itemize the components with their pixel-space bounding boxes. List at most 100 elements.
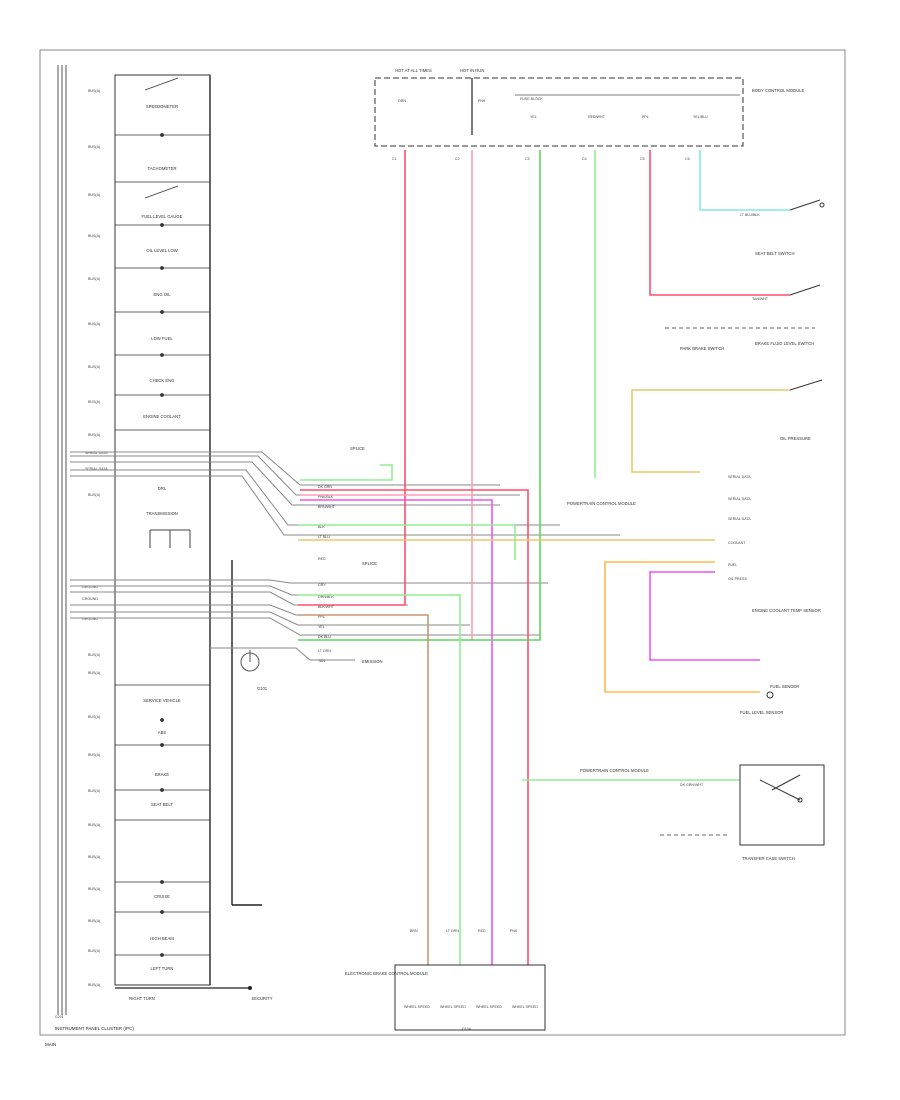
fuse-block-box [374, 77, 744, 147]
left-tag: BUS(A) [88, 277, 100, 281]
right-wire-label: SERIAL DATA [728, 497, 751, 501]
fuse-wire-label: ORN [398, 99, 406, 103]
cluster-item: OIL LEVEL LOW [146, 248, 177, 253]
wire-red [298, 150, 406, 606]
left-tag: BUS(A) [88, 983, 100, 987]
wire-magenta [300, 499, 493, 965]
wire-label: YEL [318, 625, 325, 629]
left-tag: BUS(A) [88, 789, 100, 793]
wire-label: ORN/BLK [318, 595, 334, 599]
cluster-item: LOW FUEL [151, 336, 173, 341]
ebcm-wire-label: LT GRN [446, 929, 459, 933]
cluster-item: LEFT TURN [151, 966, 174, 971]
cluster-item: ENGINE COOLANT [143, 414, 181, 419]
pcm-label: POWERTRAIN CONTROL MODULE [567, 501, 636, 506]
left-tag: BUS(A) [88, 145, 100, 149]
left-tag: BUS(A) [88, 400, 100, 404]
cluster-item: FUEL LEVEL GAUGE [142, 214, 183, 219]
cluster-harness [70, 451, 620, 661]
left-tag: BUS(A) [88, 89, 100, 93]
fuse-wire-label: PPL [642, 115, 649, 119]
fuse-wire-label: PNK [478, 99, 486, 103]
left-tag: BUS(A) [88, 887, 100, 891]
ebcm-wire-label: PNK [510, 929, 518, 933]
left-tag: BUS(A) [88, 671, 100, 675]
wire-magenta-right [649, 571, 760, 661]
fuse-block-title: FUSE BLOCK [520, 97, 543, 101]
diagram-frame [39, 49, 846, 1036]
fuse-top-label: HOT AT ALL TIMES [395, 68, 432, 73]
footer-text: INSTRUMENT PANEL CLUSTER (IPC) [55, 1026, 134, 1031]
wire-cyan [699, 150, 790, 211]
fuse-top-label: HOT IN RUN [460, 68, 484, 73]
transfer-case-box [739, 764, 825, 846]
cluster-dividers [115, 77, 210, 957]
ebcm-pin: WHEEL SPEED [404, 1005, 430, 1009]
left-tag: BUS(A) [88, 823, 100, 827]
fuse-block: HOT AT ALL TIMES HOT IN RUN BODY CONTROL… [374, 68, 805, 161]
wire-label: PNK/BLK [318, 495, 334, 499]
wire-label: GRY [318, 583, 326, 587]
cluster-ground: G101 [257, 686, 268, 691]
pcm-label-2: POWERTRAIN CONTROL MODULE [580, 768, 649, 773]
seat-belt-switch-label: SEAT BELT SWITCH [755, 251, 794, 256]
right-wire-label: SERIAL DATA [728, 475, 751, 479]
left-tag: BUS(A) [88, 753, 100, 757]
instrument-cluster [57, 65, 262, 1015]
ebcm-title: ELECTRONIC BRAKE CONTROL MODULE [345, 971, 428, 976]
cluster-item: SERVICE VEHICLE [143, 698, 181, 703]
cluster-items: SPEEDOMETER TACHOMETER FUEL LEVEL GAUGE … [129, 104, 273, 1001]
wire-lightgreen-4 [300, 464, 393, 481]
right-wire-label: LT BLU/BLK [740, 213, 760, 217]
cluster-item: RIGHT TURN [129, 996, 155, 1001]
fuse-pin: C2 [455, 157, 460, 161]
fuse-wire-label: YEL [530, 115, 537, 119]
cluster-item: SPEEDOMETER [146, 104, 178, 109]
left-tag: BUS(A) [88, 193, 100, 197]
wire-lightgreen-3 [298, 524, 516, 560]
left-tag: BUS(A) [88, 715, 100, 719]
wire-label: LT BLU [318, 535, 330, 539]
wire-label: PPL [318, 615, 325, 619]
wire-label: BLK/WHT [318, 605, 335, 609]
left-tag: BUS(A) [88, 433, 100, 437]
left-tag: BUS(A) [88, 322, 100, 326]
ebcm-pin: WHEEL SPEED [512, 1005, 538, 1009]
wire-pink-park [649, 150, 790, 296]
left-tag: GROUND [82, 585, 98, 589]
right-components: SEAT BELT SWITCH PARK BRAKE SWITCH BRAKE… [567, 199, 825, 861]
right-wire-label: SERIAL DATA [728, 517, 751, 521]
ebcm-pin: WHEEL SPEED [476, 1005, 502, 1009]
right-wire-label: TAN/WHT [752, 297, 769, 301]
wire-tan [631, 389, 790, 473]
fuse-pin: C3 [525, 157, 530, 161]
cluster-item: DRL [158, 486, 167, 491]
right-wire-label: DK GRN/WHT [680, 783, 704, 787]
wire-lightgreen-2 [298, 594, 461, 965]
left-tag: BUS(A) [88, 493, 100, 497]
ebcm-ground: G104 [462, 1027, 471, 1031]
wire-label: DK BLU [318, 635, 331, 639]
page-tag: MAIN [45, 1042, 56, 1047]
brake-fluid-label: BRAKE FLUID LEVEL SWITCH [755, 341, 814, 346]
left-tag: BUS(A) [88, 855, 100, 859]
ebcm-wire-label: BRN [410, 929, 418, 933]
left-tag: SERIAL DATA [85, 451, 108, 455]
cluster-item: TRANSMISSION [146, 511, 178, 516]
cluster-item: ENG OIL [154, 292, 172, 297]
cluster-item: BRAKE [155, 772, 169, 777]
right-wire-label: FUEL [728, 563, 737, 567]
fuse-wire-label: RED/WHT [588, 115, 606, 119]
transfer-case-label: TRANSFER CASE SWITCH [742, 856, 795, 861]
wire-green [298, 150, 541, 641]
right-wire-label: OIL PRESS [728, 577, 747, 581]
left-tag: BUS(A) [88, 234, 100, 238]
harness-labels: DK GRN PNK/BLK BRN/WHT BLK LT BLU RED GR… [318, 446, 382, 664]
left-tag: GROUND [82, 617, 98, 621]
coolant-temp-label: ENGINE COOLANT TEMP SENSOR [752, 608, 821, 613]
left-tag: SERIAL DATA [85, 467, 108, 471]
cluster-left-tags: BUS(A) BUS(A) BUS(A) BUS(A) BUS(A) BUS(A… [55, 89, 108, 1019]
ebcm-wire-label: RED [478, 929, 486, 933]
bcm-label: BODY CONTROL MODULE [752, 88, 805, 93]
